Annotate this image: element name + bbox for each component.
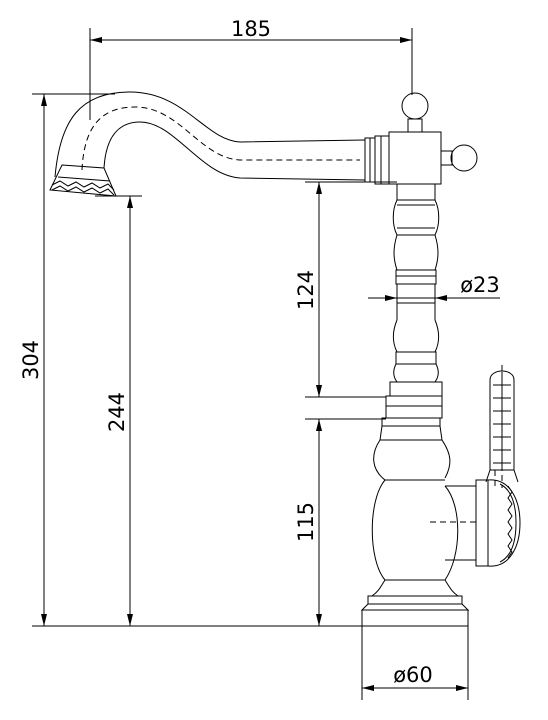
dim-base-height: 115 [294, 502, 318, 542]
dim-base-diameter: ø60 [393, 663, 433, 687]
faucet-outline [49, 91, 521, 627]
dim-body-height: 124 [294, 270, 318, 310]
aerator-knurl [51, 180, 115, 196]
dim-total-height: 304 [19, 340, 43, 380]
lever-knurl [507, 485, 513, 559]
dim-spout-height: 244 [105, 392, 129, 432]
dim-spout-reach: 185 [231, 17, 271, 41]
dim-neck-diameter: ø23 [460, 273, 500, 297]
dimension-lines [32, 28, 500, 700]
